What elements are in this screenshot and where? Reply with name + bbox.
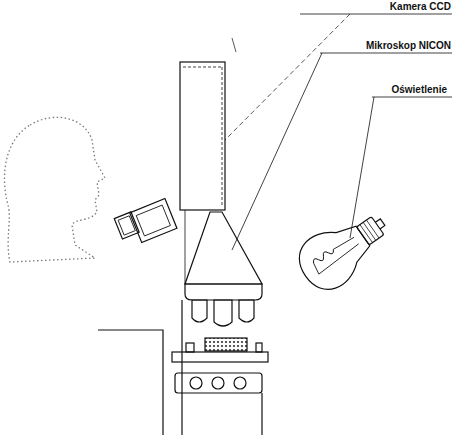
control-knob xyxy=(234,377,246,389)
specimen xyxy=(205,338,247,351)
leader-line xyxy=(232,53,322,250)
light-bulb xyxy=(289,199,398,299)
part-label: Kamera CCD xyxy=(389,1,452,13)
microscope-base xyxy=(175,373,262,393)
monitor xyxy=(130,199,177,243)
part-label: Mikroskop NICON xyxy=(365,40,452,52)
stand-outline xyxy=(261,393,262,435)
stage-clip xyxy=(186,343,194,352)
microscope-body xyxy=(185,212,262,284)
camera-detail xyxy=(222,67,223,205)
control-knob xyxy=(190,377,202,389)
tick-mark xyxy=(232,38,236,52)
microscope-stage xyxy=(172,352,268,362)
stand-outline xyxy=(185,210,186,284)
objective-lens xyxy=(239,300,254,322)
objective-lens xyxy=(192,300,207,322)
stage-clip xyxy=(256,343,262,352)
label-underline xyxy=(300,14,452,15)
stand-outline xyxy=(98,330,163,435)
ccd-camera xyxy=(180,62,225,210)
part-label: Oświetlenie xyxy=(390,84,448,96)
label-underline xyxy=(372,97,452,98)
objective-turret xyxy=(185,284,262,300)
label-underline xyxy=(320,53,452,54)
control-knob xyxy=(212,377,224,389)
stand-outline xyxy=(181,300,182,435)
leader-line xyxy=(225,14,350,140)
person-silhouette xyxy=(4,117,105,262)
monitor xyxy=(114,212,139,239)
objective-lens xyxy=(214,300,232,326)
camera-detail xyxy=(183,67,222,68)
